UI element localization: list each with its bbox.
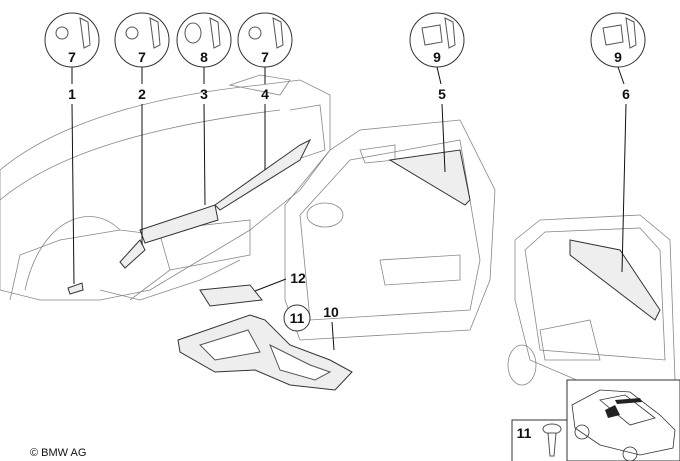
svg-text:8: 8 [200, 49, 208, 65]
console-trim-12 [199, 284, 263, 307]
clip-icon [125, 26, 139, 40]
svg-text:9: 9 [614, 49, 622, 65]
bracket-clip-icon [602, 24, 624, 46]
callout-6: 9 6 [590, 12, 646, 273]
bracket-clip-icon [421, 24, 443, 46]
screw-inset: 11 [511, 419, 567, 461]
dashboard-trim-strips [67, 138, 312, 295]
svg-text:9: 9 [433, 49, 441, 65]
svg-text:2: 2 [138, 86, 146, 102]
callout-5: 9 5 [409, 12, 465, 173]
label-11-circled: 11 [283, 304, 311, 332]
svg-text:7: 7 [138, 49, 146, 65]
svg-text:11: 11 [290, 310, 305, 326]
rear-door-trim-strip [569, 239, 661, 321]
console-trim-10 [177, 314, 353, 391]
svg-text:5: 5 [438, 86, 446, 102]
label-10: 10 [323, 304, 339, 351]
svg-text:3: 3 [200, 86, 208, 102]
svg-text:12: 12 [290, 270, 306, 286]
svg-text:1: 1 [68, 86, 76, 102]
front-door-trim-strip [388, 149, 471, 206]
svg-text:6: 6 [622, 86, 630, 102]
callout-4: 7 4 [237, 12, 293, 170]
svg-text:7: 7 [261, 49, 269, 65]
label-12: 12 [254, 270, 306, 292]
svg-text:11: 11 [517, 425, 532, 441]
clip-icon [55, 26, 69, 40]
callout-2: 7 2 [114, 12, 170, 245]
svg-text:7: 7 [68, 49, 76, 65]
svg-text:10: 10 [323, 304, 339, 320]
dashboard-drawing [0, 74, 331, 301]
expanding-rivet-icon [184, 22, 202, 44]
copyright: © BMW AG [30, 447, 86, 459]
clip-icon [248, 26, 262, 40]
svg-text:4: 4 [261, 86, 269, 102]
car-locator-inset [566, 379, 680, 461]
callout-1: 7 1 [44, 12, 100, 285]
callout-3: 8 3 [176, 12, 232, 206]
